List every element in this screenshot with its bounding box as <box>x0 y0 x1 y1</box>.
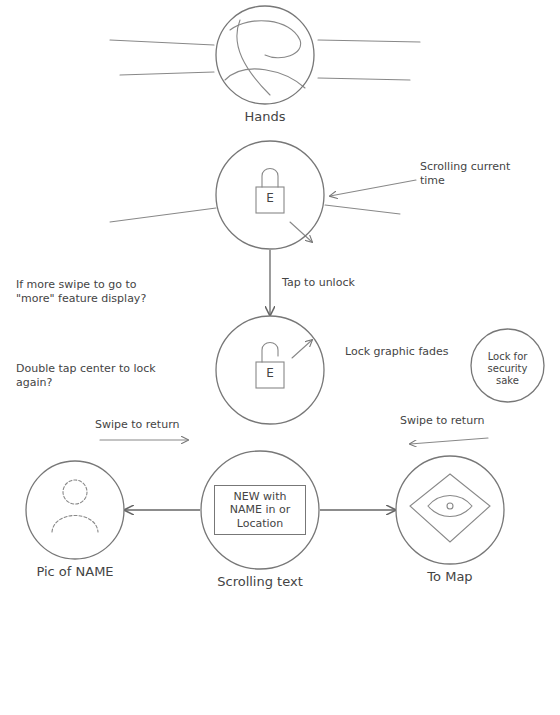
strap-lines <box>110 40 420 222</box>
node-text: Pic of NAME <box>0 564 150 580</box>
circle-outline <box>216 141 324 249</box>
flow-arrow <box>320 509 395 510</box>
circle-outline <box>215 5 315 105</box>
edge-label: Tap to unlock <box>282 276 355 290</box>
watch-hands <box>225 20 305 95</box>
flow-arrow <box>125 509 200 510</box>
flow-arrow <box>269 250 270 315</box>
lock-open <box>256 340 312 388</box>
leader-arrow <box>330 180 416 196</box>
circle-outline <box>216 316 324 424</box>
node-text: Lock for security sake <box>481 351 535 387</box>
lock-closed <box>256 169 312 243</box>
note-label: Scrolling current time <box>420 160 525 188</box>
map-sketch <box>410 474 490 542</box>
circle-outline <box>396 456 504 564</box>
note-label: Lock graphic fades <box>345 345 457 359</box>
note-label: Swipe to return <box>400 414 520 428</box>
watch-face: Lock for security sake <box>470 328 545 403</box>
note-label: Swipe to return <box>95 418 215 432</box>
note-label: Double tap center to lock again? <box>16 362 156 390</box>
watch-face: E <box>215 315 325 425</box>
watch-face: Scrolling textNEW with NAME in or Locati… <box>200 450 320 570</box>
swipe-arrow <box>410 438 488 444</box>
node-text: E <box>215 191 325 205</box>
person-sketch <box>52 480 98 532</box>
content-box: NEW with NAME in or Location <box>214 485 306 535</box>
circle-outline <box>25 460 125 560</box>
circle-outline <box>26 461 124 559</box>
circle-outline <box>216 6 314 104</box>
node-text: Scrolling text <box>175 574 345 590</box>
circle-outline <box>201 451 319 569</box>
circle-outline <box>395 455 505 565</box>
watch-face: E <box>215 140 325 250</box>
circle-outline <box>471 329 544 402</box>
node-text: To Map <box>370 569 530 585</box>
node-text: E <box>215 366 325 380</box>
watch-face: Hands <box>215 5 315 105</box>
node-text: Hands <box>190 109 340 125</box>
note-label: If more swipe to go to "more" feature di… <box>16 278 151 306</box>
watch-face: To Map <box>395 455 505 565</box>
watch-face: Pic of NAME <box>25 460 125 560</box>
node-text: NEW with NAME in or Location <box>220 490 300 530</box>
swipe-arrow <box>100 439 188 440</box>
